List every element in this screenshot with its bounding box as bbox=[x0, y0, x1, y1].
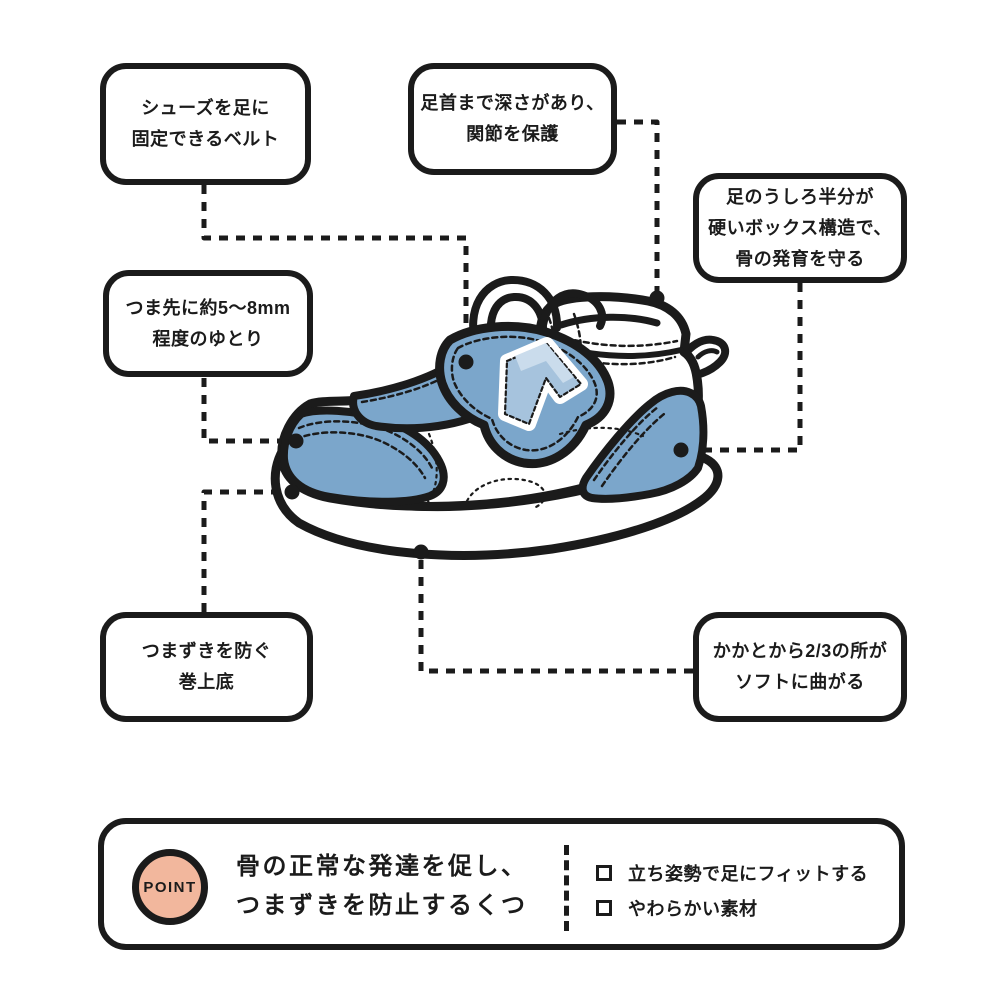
checklist-label: 立ち姿勢で足にフィットする bbox=[628, 864, 869, 884]
point-checklist: 立ち姿勢で足にフィットする やわらかい素材 bbox=[596, 860, 868, 930]
point-badge-label: POINT bbox=[143, 878, 197, 896]
callout-belt: シューズを足に 固定できるベルト bbox=[100, 63, 311, 185]
callout-line: シューズを足に bbox=[141, 98, 270, 118]
callout-line: 骨の発育を守る bbox=[735, 248, 865, 269]
shoe bbox=[270, 275, 730, 560]
connector-ankle bbox=[617, 119, 660, 292]
point-badge: POINT bbox=[132, 849, 208, 925]
callout-line: 程度のゆとり bbox=[152, 328, 264, 349]
point-headline: 骨の正常な発達を促し、 つまずきを防止するくつ bbox=[236, 847, 528, 925]
callout-line: 固定できるベルト bbox=[131, 129, 280, 149]
callout-rolled-sole: つまずきを防ぐ 巻上底 bbox=[100, 612, 313, 722]
checklist-item: やわらかい素材 bbox=[596, 895, 868, 921]
callout-line: つま先に約5〜8mm bbox=[125, 297, 291, 318]
checkbox-icon bbox=[596, 900, 612, 916]
checklist-item: 立ち姿勢で足にフィットする bbox=[596, 860, 868, 886]
connector-sole bbox=[201, 489, 286, 612]
callout-line: かかとから2/3の所が bbox=[712, 641, 888, 661]
vamp-stitching bbox=[421, 426, 645, 510]
shoe-logo-icon bbox=[498, 337, 588, 431]
callout-line: 足首まで深さがあり、 bbox=[420, 93, 605, 113]
connector-toe bbox=[201, 378, 289, 444]
callout-line: ソフトに曲がる bbox=[735, 672, 865, 692]
callout-line: 巻上底 bbox=[178, 672, 235, 692]
point-headline-line: つまずきを防止するくつ bbox=[236, 892, 528, 919]
dashed-divider bbox=[564, 845, 569, 931]
callout-flex-point: かかとから2/3の所が ソフトに曲がる bbox=[693, 612, 907, 722]
checkbox-icon bbox=[596, 865, 612, 881]
callout-line: 足のうしろ半分が bbox=[726, 186, 874, 207]
point-panel: POINT 骨の正常な発達を促し、 つまずきを防止するくつ 立ち姿勢で足にフィッ… bbox=[98, 818, 905, 950]
callout-heel-box: 足のうしろ半分が 硬いボックス構造で、 骨の発育を守る bbox=[693, 173, 907, 283]
connector-flex bbox=[418, 560, 693, 674]
connector-heelbox bbox=[689, 283, 803, 453]
callout-ankle-depth: 足首まで深さがあり、 関節を保護 bbox=[408, 63, 617, 175]
point-headline-line: 骨の正常な発達を促し、 bbox=[236, 853, 528, 880]
callout-line: つまずきを防ぐ bbox=[141, 641, 272, 661]
connector-belt bbox=[201, 185, 469, 356]
connector-lines bbox=[201, 119, 803, 674]
anchor-dots bbox=[284, 290, 689, 560]
collar-inner-line bbox=[557, 313, 661, 329]
callout-toe-room: つま先に約5〜8mm 程度のゆとり bbox=[103, 270, 313, 377]
checklist-label: やわらかい素材 bbox=[628, 899, 758, 919]
callout-line: 関節を保護 bbox=[466, 124, 559, 144]
callout-line: 硬いボックス構造で、 bbox=[708, 217, 892, 238]
